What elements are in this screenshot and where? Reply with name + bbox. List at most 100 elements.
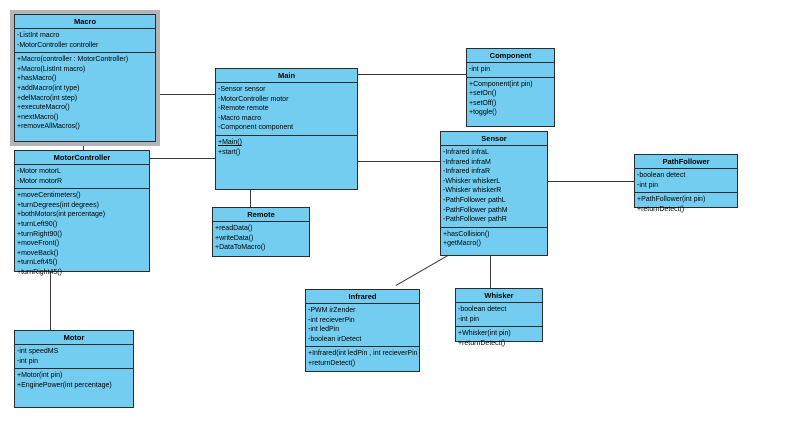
method: +turnLeft45() (17, 259, 58, 267)
method: +DataToMacro() (215, 244, 266, 252)
attribute: -boolean irDetect (308, 335, 362, 343)
method: +setOn() (469, 90, 497, 98)
uml-class-sensor[interactable]: Sensor -Infrared infraL -Infrared infraM… (440, 131, 548, 256)
methods-main: +Main() +start() (216, 136, 357, 159)
uml-class-infrared[interactable]: Infrared -PWM irZender -int recieverPin … (305, 289, 420, 372)
connector-sensor-infrared (395, 255, 448, 286)
uml-class-whisker[interactable]: Whisker -boolean detect -int pin +Whiske… (455, 288, 543, 347)
attribute: -int recieverPin (308, 316, 355, 324)
methods-remote: +readData() +writeData() +DataToMacro() (213, 222, 309, 255)
attribute: -PathFollower pathR (443, 216, 507, 224)
connector-main-component (358, 74, 466, 75)
method: +readData() (215, 225, 253, 232)
methods-pathfollower: +PathFollower(int pin) +returnDetect() (635, 193, 737, 216)
uml-class-pathfollower[interactable]: PathFollower -boolean detect -int pin +P… (634, 154, 738, 213)
class-name-remote: Remote (213, 208, 309, 222)
method: +moveBack() (17, 249, 59, 257)
uml-class-motor[interactable]: Motor -int speedMS -int pin +Motor(int p… (14, 330, 134, 408)
method: +Whisker(int pin) (458, 330, 511, 338)
methods-macro: +Macro(controller : MotorController) +Ma… (15, 53, 155, 134)
methods-whisker: +Whisker(int pin) +returnDetect() (456, 327, 542, 350)
method: +returnDetect() (458, 339, 506, 347)
method: +Component(int pin) (469, 80, 533, 88)
attribute: -Component component (218, 124, 294, 132)
method: +delMacro(int step) (17, 94, 78, 102)
attribute: -MotorController controller (17, 41, 99, 49)
class-name-component: Component (467, 49, 554, 63)
attribute: -PWM irZender (308, 307, 356, 314)
method: +nextMacro() (17, 113, 59, 121)
method: +getMacro() (443, 240, 481, 248)
method: +turnRight90() (17, 230, 62, 238)
method: +EnginePower(int percentage) (17, 381, 112, 389)
attribute: -Infrared infraL (443, 149, 489, 156)
method: +turnRight45() (17, 268, 62, 276)
methods-sensor: +hasCollision() +getMacro() (441, 228, 547, 251)
method: +addMacro(int type) (17, 84, 80, 92)
attribute: -int pin (17, 357, 39, 365)
method: +returnDetect() (637, 205, 685, 213)
attribute: -PathFollower pathM (443, 206, 508, 214)
method: +turnDegrees(int degrees) (17, 201, 99, 209)
attribute: -Infrared infraR (443, 168, 491, 176)
attribute: -Remote remote (218, 105, 269, 113)
attribute: -Motor motorR (17, 177, 63, 185)
connector-sensor-pathfollower (548, 181, 634, 182)
attribute: -int pin (458, 315, 480, 323)
attribute: -Sensor sensor (218, 86, 266, 93)
method: +executeMacro() (17, 104, 70, 112)
attribute: -MotorController motor (218, 95, 289, 103)
connector-sensor-whisker (490, 256, 491, 288)
uml-class-motorcontroller[interactable]: MotorController -Motor motorL -Motor mot… (14, 150, 150, 276)
attribute: -Infrared infraM (443, 158, 491, 166)
attribute: -Whisker whiskerR (443, 187, 502, 195)
uml-class-macro[interactable]: Macro -ListInt macro -MotorController co… (10, 10, 160, 146)
attribute: -ListInt macro (17, 32, 60, 39)
methods-infrared: +Infrared(int ledPin , int recieverPin) … (306, 347, 419, 370)
class-name-macro: Macro (15, 15, 155, 29)
method: +hasMacro() (17, 75, 57, 83)
method: +Infrared(int ledPin , int recieverPin) (308, 350, 418, 358)
uml-class-component[interactable]: Component -int pin +Component(int pin) +… (466, 48, 555, 127)
class-name-main: Main (216, 69, 357, 83)
attributes-infrared: -PWM irZender -int recieverPin -int ledP… (306, 304, 419, 348)
method: +writeData() (215, 234, 254, 242)
attributes-macro: -ListInt macro -MotorController controll… (15, 29, 155, 54)
methods-component: +Component(int pin) +setOn() +setOff() +… (467, 78, 554, 120)
attributes-motorcontroller: -Motor motorL -Motor motorR (15, 165, 149, 190)
class-name-motorcontroller: MotorController (15, 151, 149, 165)
method: +Macro(ListInt macro) (17, 65, 86, 73)
attribute: -int pin (637, 181, 659, 189)
class-name-pathfollower: PathFollower (635, 155, 737, 169)
method: +Motor(int pin) (17, 372, 63, 380)
connector-macro-main (156, 94, 215, 95)
attribute: -int pin (469, 66, 491, 73)
attribute: -int ledPin (308, 326, 340, 334)
connector-main-remote (250, 190, 251, 207)
method: +returnDetect() (308, 359, 356, 367)
attribute: -Motor motorL (17, 168, 61, 175)
method: +Macro(controller : MotorController) (17, 56, 129, 64)
attributes-pathfollower: -boolean detect -int pin (635, 169, 737, 194)
method: +moveFront() (17, 240, 60, 248)
method: +start() (218, 148, 241, 156)
method: +hasCollision() (443, 230, 490, 238)
method: +toggle() (469, 109, 497, 117)
class-name-infrared: Infrared (306, 290, 419, 304)
uml-class-remote[interactable]: Remote +readData() +writeData() +DataToM… (212, 207, 310, 257)
connector-motorcontroller-motor (50, 272, 51, 330)
method: +Main() (218, 138, 242, 146)
attribute: -Whisker whiskerL (443, 177, 501, 185)
uml-class-main[interactable]: Main -Sensor sensor -MotorController mot… (215, 68, 358, 190)
attributes-sensor: -Infrared infraL -Infrared infraM -Infra… (441, 146, 547, 228)
class-name-sensor: Sensor (441, 132, 547, 146)
method: +setOff() (469, 99, 497, 107)
attribute: -Macro macro (218, 114, 262, 122)
method: +PathFollower(int pin) (637, 196, 706, 204)
attribute: -boolean detect (458, 306, 507, 313)
method: +removeAllMacros() (17, 123, 80, 131)
connector-motorcontroller-main (150, 158, 215, 159)
class-name-motor: Motor (15, 331, 133, 345)
attributes-main: -Sensor sensor -MotorController motor -R… (216, 83, 357, 136)
